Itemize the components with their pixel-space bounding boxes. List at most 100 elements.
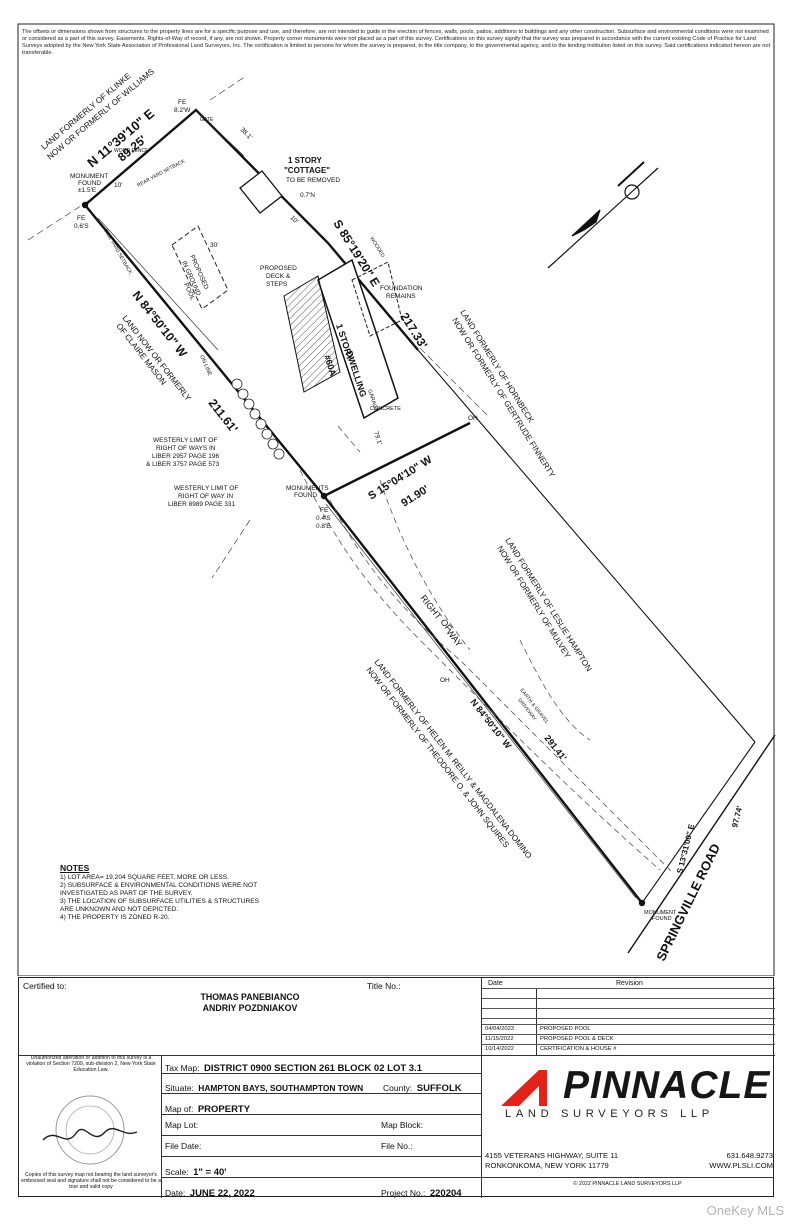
- tax-map-label: Tax Map:: [165, 1063, 200, 1073]
- notes-title: NOTES: [60, 863, 90, 873]
- wl1-3: LIBER 2957 PAGE 196: [152, 453, 219, 460]
- plan-border: [17, 23, 775, 976]
- wl1-2: RIGHT OF WAYS IN: [156, 445, 216, 452]
- deck-label-3: STEPS: [266, 281, 288, 288]
- map-lot-label: Map Lot:: [165, 1120, 199, 1130]
- foundation-remains: [351, 261, 403, 337]
- foundation-label-1: FOUNDATION: [380, 285, 423, 292]
- dim-10b: 10': [289, 214, 300, 225]
- fe-3-value: 0.4'S: [316, 515, 331, 522]
- row-label-3: WAY: [444, 627, 464, 649]
- extension-lines: [27, 75, 491, 579]
- foundation-label-2: REMAINS: [386, 293, 416, 300]
- adj-hornbeck-2: NOW OR FORMERLY OF GERTRUDE FINNERTY: [450, 316, 557, 479]
- revision-row: [482, 998, 775, 1008]
- oh-label-2: OH: [468, 415, 478, 422]
- dim-79: 79.1': [372, 430, 383, 445]
- pinnacle-logo-icon: [501, 1070, 547, 1106]
- situate-value: HAMPTON BAYS, SOUTHAMPTON TOWN: [198, 1083, 364, 1093]
- company-logo: PINNACLE LAND SURVEYORS LLP: [485, 1060, 771, 1130]
- deck-label-2: DECK &: [266, 273, 291, 280]
- dim-rear: REAR YARD SETBACK: [136, 158, 187, 189]
- copies-notice: Copies of this survey map not bearing th…: [21, 1172, 161, 1191]
- monuments-mid-2: FOUND: [294, 492, 317, 499]
- monument-se-1: MONUMENT: [644, 910, 677, 916]
- scale-value: 1" = 40': [193, 1167, 227, 1178]
- file-date-label: File Date:: [165, 1141, 202, 1151]
- company-subtitle: LAND SURVEYORS LLP: [505, 1108, 714, 1120]
- map-block-label: Map Block:: [381, 1120, 424, 1130]
- fe-4-value: 0.7'N: [300, 192, 315, 199]
- tax-map-value: DISTRICT 0900 SECTION 261 BLOCK 02 LOT 3…: [203, 1063, 422, 1074]
- surveyor-seal-icon: [42, 1095, 138, 1165]
- monuments: [81, 201, 646, 907]
- cottage-label-2: "COTTAGE": [284, 166, 330, 175]
- bearing-n84b: N 84°50'10" W: [468, 697, 513, 751]
- east-line: [417, 349, 756, 904]
- project-label: Project No.:: [381, 1188, 426, 1198]
- address-line-1: 4155 VETERANS HIGHWAY, SUITE 11: [485, 1151, 619, 1160]
- note-item: 4) THE PROPERTY IS ZONED R-20.: [60, 914, 170, 921]
- concrete-label: CONCRETE: [370, 406, 401, 412]
- project-value: 220204: [429, 1188, 462, 1199]
- north-arrow-icon: [547, 161, 659, 269]
- right-of-way-lines: [299, 425, 673, 873]
- road-name: SPRINGVILLE ROAD: [653, 841, 723, 963]
- dim-30: 30': [210, 242, 218, 249]
- survey-notes: NOTES 1) LOT AREA= 19,204 SQUARE FEET, M…: [60, 864, 270, 922]
- cottage-footprint: [239, 170, 283, 214]
- adj-reilly-2: NOW OR FORMERLY OF THEODORE O. & JOHN SQ…: [364, 666, 511, 850]
- dist-91: 91.90': [399, 483, 431, 509]
- oh-label-1: OH: [440, 677, 450, 684]
- fe-1-label: FE: [178, 99, 187, 106]
- deck-label-1: PROPOSED: [260, 265, 297, 272]
- fe-1-value: 8.2'W: [174, 107, 191, 114]
- title-block: Certified to: Title No.: THOMAS PANEBIAN…: [18, 977, 775, 1199]
- situate-label: Situate:: [165, 1083, 194, 1093]
- address-line-2: RONKONKOMA, NEW YORK 11779: [485, 1161, 609, 1170]
- adj-reilly-1: LAND FORMERLY OF HELEN M. REILLY & MAGDA…: [372, 658, 533, 861]
- dist-291: 291.41': [542, 733, 568, 763]
- cottage-label-3: TO BE REMOVED: [286, 177, 340, 184]
- proposed-deck: [283, 275, 341, 393]
- dim-10a: 10': [114, 182, 122, 189]
- adj-hampton-2: NOW OR FORMERLY OF MULVEY: [495, 544, 572, 660]
- unauthorized-notice: Unauthorized alteration or addition to t…: [26, 1055, 156, 1074]
- scale-label: Scale:: [165, 1167, 189, 1177]
- survey-disclaimer: The offsets or dimensions shown from str…: [22, 29, 771, 56]
- monument-nw-1: MONUMENT: [70, 173, 108, 180]
- company-name: PINNACLE: [563, 1064, 771, 1107]
- fe-3-label: FE: [320, 507, 329, 514]
- revision-date-header: Date: [488, 980, 503, 987]
- map-of-label: Map of:: [165, 1104, 194, 1114]
- county-label: County:: [383, 1083, 413, 1093]
- survey-plan: N 11°39'10" E 89.25' S 85°19'20" E 217.3…: [17, 23, 776, 976]
- revision-header: Revision: [616, 980, 643, 987]
- owners: THOMAS PANEBIANCO ANDRIY POZDNIAKOV: [19, 992, 481, 1014]
- note-item: 2) SUBSURFACE & ENVIRONMENTAL CONDITIONS…: [60, 882, 257, 897]
- wl2-3: LIBER 8989 PAGE 331: [168, 501, 235, 508]
- wl2-2: RIGHT OF WAY IN: [178, 493, 233, 500]
- company-address: 4155 VETERANS HIGHWAY, SUITE 11 631.648.…: [485, 1151, 773, 1171]
- company-website[interactable]: WWW.PLSLI.COM: [709, 1161, 773, 1170]
- wood-fence-label: WOOD FENCE: [114, 148, 149, 154]
- notes-list: 1) LOT AREA= 19,204 SQUARE FEET, MORE OR…: [60, 874, 270, 922]
- dist-97: 97.74': [730, 805, 744, 829]
- owner-name: ANDRIY POZDNIAKOV: [202, 1003, 298, 1013]
- wl1-1: WESTERLY LIMIT OF: [153, 437, 217, 444]
- wl1-4: & LIBER 3757 PAGE 573: [146, 461, 220, 468]
- monument-nw-2: FOUND: [78, 180, 101, 187]
- note-item: 3) THE LOCATION OF SUBSURFACE UTILITIES …: [60, 898, 260, 913]
- gate-label: GATE: [200, 117, 214, 123]
- file-no-label: File No.:: [381, 1141, 413, 1151]
- note-item: 1) LOT AREA= 19,204 SQUARE FEET, MORE OR…: [60, 874, 229, 881]
- road-edge: [627, 734, 776, 954]
- company-phone: 631.648.9273: [726, 1151, 773, 1160]
- adj-hornbeck-1: LAND FORMERLY OF HORNBECK: [458, 308, 535, 424]
- feature-labels: 1 STORY "COTTAGE" TO BE REMOVED 0.7'N PR…: [70, 99, 723, 963]
- county-value: SUFFOLK: [416, 1083, 462, 1094]
- dwelling-footprint: [317, 258, 399, 420]
